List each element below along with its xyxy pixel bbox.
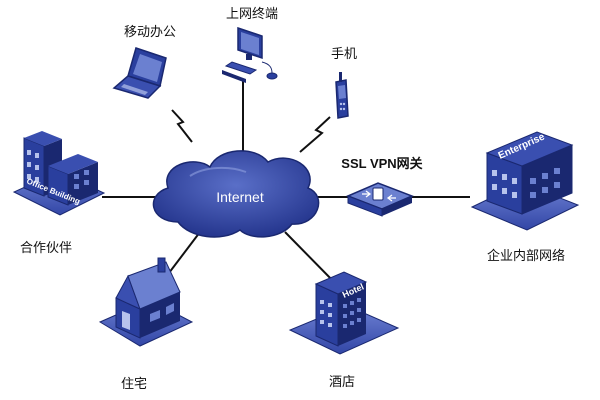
- internet-label: Internet: [216, 189, 264, 205]
- partner-label: 合作伙伴: [20, 241, 72, 256]
- office-building-icon: [12, 131, 106, 216]
- enterprise-label: 企业内部网络: [487, 248, 565, 264]
- mobile-office-label: 移动办公: [124, 25, 176, 40]
- link-hotel: [284, 231, 339, 287]
- hotel-label: 酒店: [329, 375, 355, 390]
- enterprise-building-icon: [470, 131, 580, 231]
- desktop-computer-icon: [222, 26, 278, 83]
- internet-cloud-icon: [152, 150, 320, 238]
- gateway-label: SSL VPN网关: [341, 156, 422, 171]
- house-icon: [98, 257, 194, 347]
- terminal-label: 上网终端: [226, 6, 278, 22]
- vpn-gateway-icon: [346, 182, 414, 217]
- home-label: 住宅: [121, 377, 147, 392]
- wireless-link-laptop: [171, 109, 193, 143]
- mouse-icon: [266, 72, 278, 80]
- phone-label: 手机: [331, 47, 357, 62]
- laptop-icon: [112, 47, 167, 99]
- wireless-link-phone: [299, 116, 331, 153]
- hotel-building-icon: [288, 271, 400, 355]
- mobile-phone-icon: [335, 72, 349, 119]
